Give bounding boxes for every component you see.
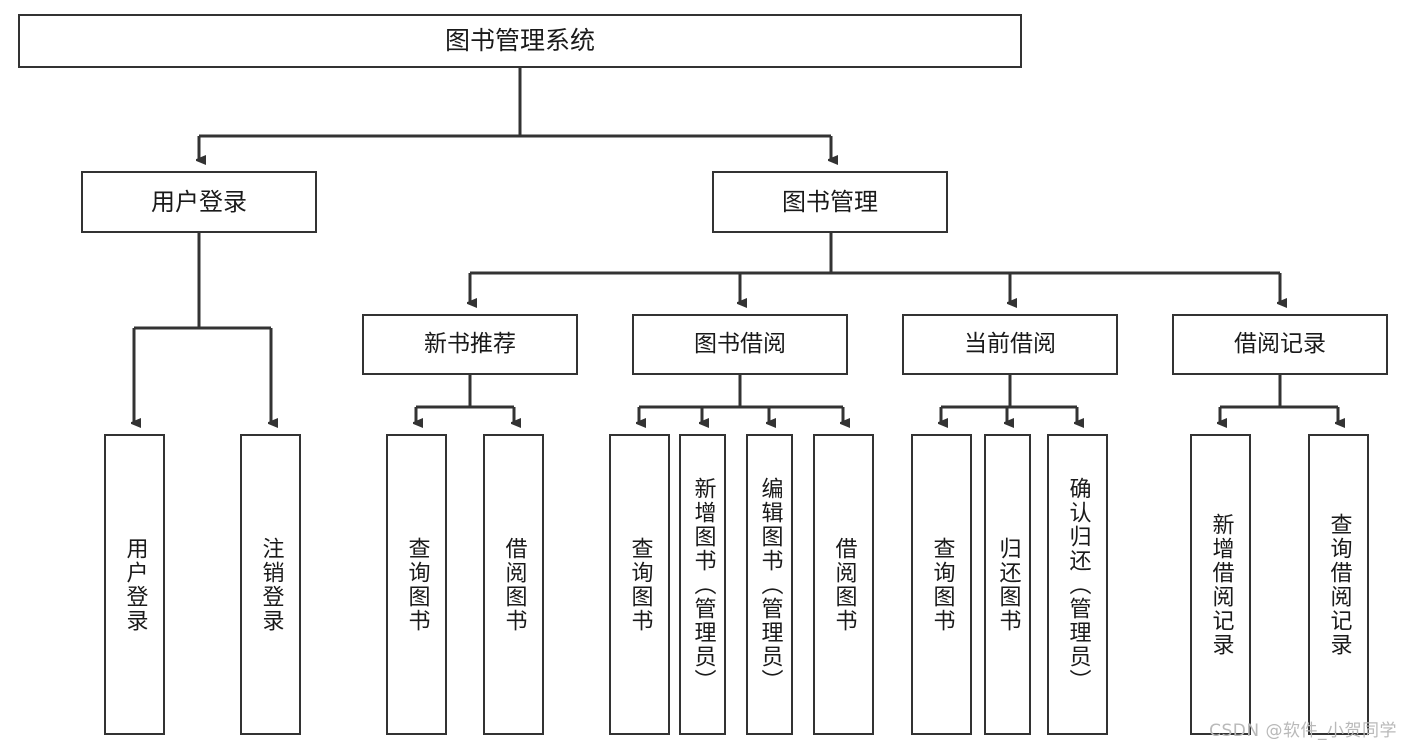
node-book-borrow-label: 图书借阅: [694, 330, 786, 357]
node-leaf-login-label: 用户登录: [122, 536, 148, 633]
node-leaf-confirm-return[interactable]: 确认归还（管理员）: [1047, 434, 1108, 735]
node-current-borrow[interactable]: 当前借阅: [902, 314, 1118, 375]
node-leaf-add-record[interactable]: 新增借阅记录: [1190, 434, 1251, 735]
node-book-manage-label: 图书管理: [782, 187, 878, 216]
node-leaf-query-book-3-label: 查询图书: [929, 536, 955, 633]
node-leaf-return-book[interactable]: 归还图书: [984, 434, 1031, 735]
node-user-login-label: 用户登录: [151, 187, 247, 216]
node-leaf-edit-book-label: 编辑图书（管理员）: [757, 476, 783, 693]
node-leaf-confirm-return-label: 确认归还（管理员）: [1065, 476, 1091, 693]
node-leaf-edit-book[interactable]: 编辑图书（管理员）: [746, 434, 793, 735]
node-leaf-logout[interactable]: 注销登录: [240, 434, 301, 735]
node-book-borrow[interactable]: 图书借阅: [632, 314, 848, 375]
node-leaf-query-book-2[interactable]: 查询图书: [609, 434, 670, 735]
node-leaf-query-book-1[interactable]: 查询图书: [386, 434, 447, 735]
node-leaf-borrow-book-2-label: 借阅图书: [831, 536, 857, 633]
node-leaf-add-book-label: 新增图书（管理员）: [690, 476, 716, 693]
node-leaf-borrow-book-2[interactable]: 借阅图书: [813, 434, 874, 735]
node-leaf-add-book[interactable]: 新增图书（管理员）: [679, 434, 726, 735]
node-leaf-return-book-label: 归还图书: [995, 536, 1021, 633]
node-leaf-borrow-book-1[interactable]: 借阅图书: [483, 434, 544, 735]
node-new-book-recommend-label: 新书推荐: [424, 330, 516, 357]
node-leaf-add-record-label: 新增借阅记录: [1208, 512, 1234, 657]
node-current-borrow-label: 当前借阅: [964, 330, 1056, 357]
node-leaf-query-book-3[interactable]: 查询图书: [911, 434, 972, 735]
node-root-label: 图书管理系统: [444, 26, 595, 56]
node-borrow-record[interactable]: 借阅记录: [1172, 314, 1388, 375]
node-leaf-query-record-label: 查询借阅记录: [1326, 512, 1352, 657]
node-leaf-query-record[interactable]: 查询借阅记录: [1308, 434, 1369, 735]
node-book-manage[interactable]: 图书管理: [712, 171, 948, 233]
node-new-book-recommend[interactable]: 新书推荐: [362, 314, 578, 375]
node-leaf-login[interactable]: 用户登录: [104, 434, 165, 735]
csdn-watermark: CSDN @软件_小贺同学: [1209, 721, 1397, 741]
node-root[interactable]: 图书管理系统: [18, 14, 1022, 68]
node-user-login[interactable]: 用户登录: [81, 171, 317, 233]
node-leaf-query-book-1-label: 查询图书: [404, 536, 430, 633]
node-borrow-record-label: 借阅记录: [1234, 330, 1326, 357]
node-leaf-borrow-book-1-label: 借阅图书: [501, 536, 527, 633]
node-leaf-logout-label: 注销登录: [258, 536, 284, 633]
node-leaf-query-book-2-label: 查询图书: [627, 536, 653, 633]
